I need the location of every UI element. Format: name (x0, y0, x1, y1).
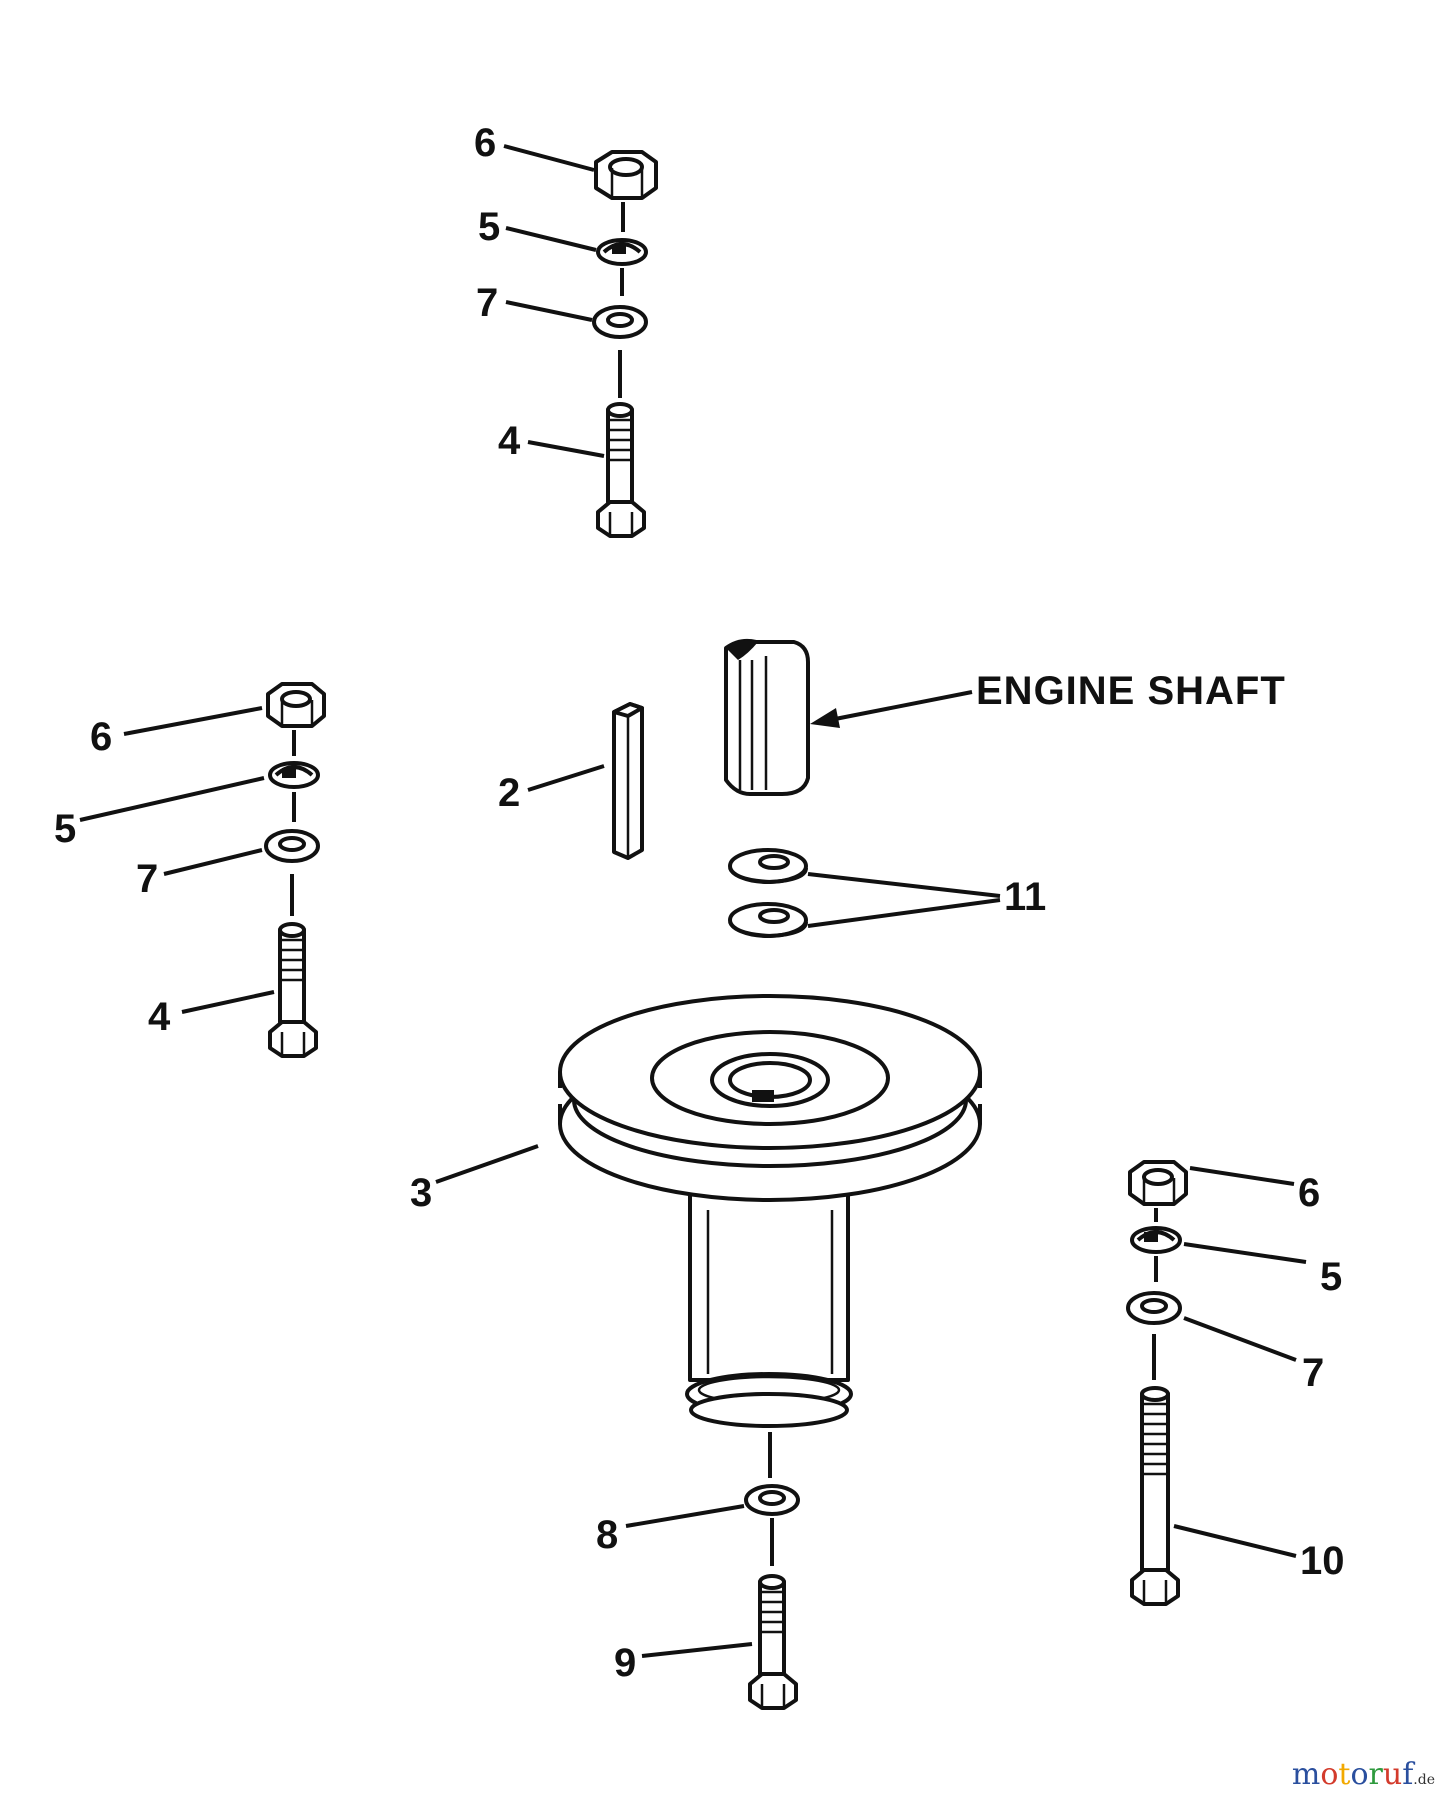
callout-pulley: 3 (410, 1171, 432, 1215)
motoruf-watermark-logo: motoruf.de (1292, 1757, 1435, 1792)
callout-right-lockwasher: 5 (1320, 1255, 1342, 1299)
callout-left-nut: 6 (90, 715, 112, 759)
watermark-letter: u (1382, 1757, 1403, 1792)
watermark-tld: .de (1413, 1772, 1435, 1788)
lower-washer (744, 1484, 800, 1516)
right-fastener-stack (1126, 1160, 1188, 1606)
watermark-letter: m (1291, 1757, 1321, 1792)
shaft-washer-upper (728, 848, 808, 885)
watermark-letter: o (1320, 1757, 1339, 1792)
callout-lower-washer: 8 (596, 1513, 618, 1557)
top-bolt (596, 402, 646, 538)
callout-right-washer: 7 (1302, 1351, 1324, 1395)
callout-lower-bolt: 9 (614, 1641, 636, 1685)
pulley-assembly (558, 994, 982, 1428)
right-flat-washer (1126, 1291, 1182, 1325)
top-flat-washer (592, 305, 648, 339)
right-lock-washer (1130, 1226, 1182, 1254)
shaft-key (612, 702, 644, 860)
right-long-bolt (1130, 1386, 1180, 1606)
watermark-letter: r (1368, 1757, 1383, 1792)
top-lock-washer (596, 238, 648, 266)
callout-left-bolt: 4 (148, 995, 171, 1039)
callout-top-lockwasher: 5 (478, 205, 500, 249)
callout-left-washer: 7 (136, 857, 158, 901)
callout-washers-pair: 11 (1004, 875, 1046, 919)
shaft-washer-lower (728, 902, 808, 939)
top-fastener-stack (592, 150, 658, 538)
engine-shaft-label: ENGINE SHAFT (976, 669, 1286, 713)
callout-right-bolt: 10 (1300, 1539, 1345, 1583)
callout-right-nut: 6 (1298, 1171, 1320, 1215)
callout-key: 2 (498, 771, 520, 815)
leader-lines (79, 144, 1307, 1658)
callout-labels: 6 5 7 4 6 5 7 4 2 ENGINE SHAFT 11 3 6 5 … (54, 121, 1345, 1685)
right-hex-nut (1128, 1160, 1188, 1206)
left-bolt (268, 922, 318, 1058)
callout-left-lockwasher: 5 (54, 807, 76, 851)
watermark-letter: f (1402, 1757, 1414, 1792)
engine-shaft (724, 638, 810, 796)
callout-top-washer: 7 (476, 281, 498, 325)
callout-top-bolt: 4 (498, 419, 521, 463)
callout-top-nut: 6 (474, 121, 496, 165)
watermark-letter: t (1338, 1757, 1351, 1792)
left-flat-washer (264, 829, 320, 863)
top-hex-nut (594, 150, 658, 200)
lower-bolt (748, 1574, 798, 1710)
left-hex-nut (266, 682, 326, 728)
left-lock-washer (268, 761, 320, 789)
left-fastener-stack (264, 682, 326, 1058)
watermark-letter: o (1350, 1757, 1369, 1792)
